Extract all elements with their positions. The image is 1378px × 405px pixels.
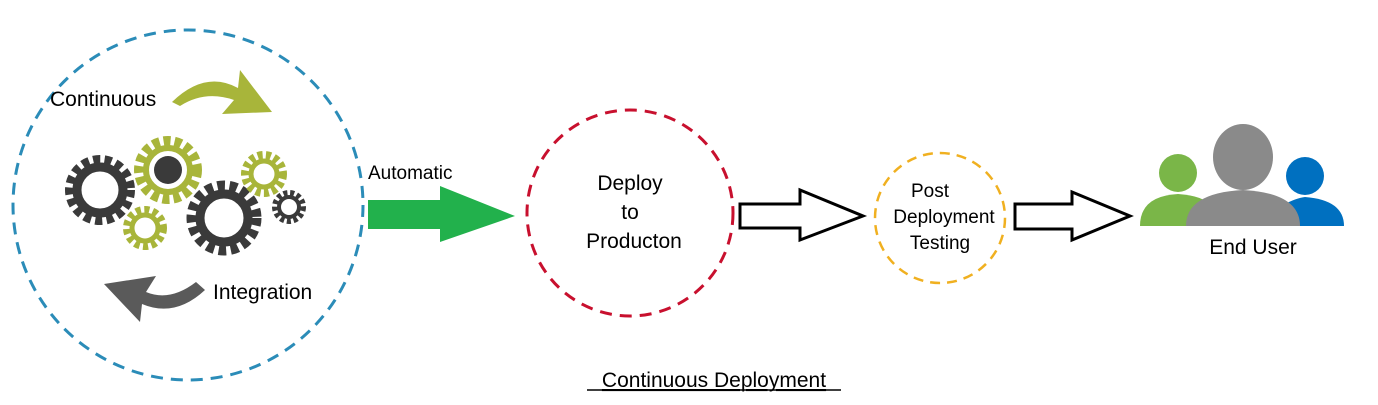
testing-line-2: Deployment [893, 207, 995, 228]
deploy-line-2: to [621, 201, 639, 224]
gear-icon [134, 136, 202, 204]
testing-line-1: Post [911, 181, 950, 202]
deploy-line-3: Producton [586, 230, 682, 253]
testing-circle [873, 151, 1007, 285]
gear-icon [186, 180, 262, 256]
gear-icon [123, 206, 167, 250]
user-group-icon [1140, 124, 1344, 226]
automatic-label: Automatic [368, 163, 452, 184]
diagram-caption: Continuous Deployment [602, 369, 826, 392]
curved-arrow-icon [104, 276, 205, 322]
end-user-label: End User [1209, 236, 1297, 259]
gear-icon [272, 190, 306, 224]
ci-label-bottom: Integration [213, 281, 312, 304]
testing-line-3: Testing [910, 233, 970, 254]
arrow-right-icon [368, 186, 515, 242]
ci-label-top: Continuous [50, 88, 156, 111]
deploy-line-1: Deploy [597, 172, 663, 195]
gear-icon [65, 155, 135, 225]
arrow-right-icon [1013, 189, 1134, 243]
gear-icon [241, 151, 287, 197]
deploy-circle [525, 108, 735, 318]
ci-circle [11, 28, 365, 382]
arrow-right-icon [738, 187, 868, 243]
curved-arrow-icon [172, 70, 272, 114]
